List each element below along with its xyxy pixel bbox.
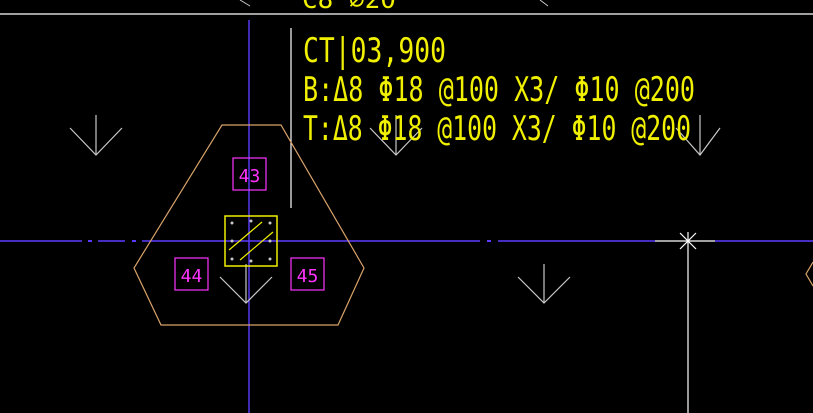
- cap-annotation[interactable]: CT|03,900 B:Δ8 Φ18 @100 X3/ Φ10 @200 T:Δ…: [303, 31, 695, 149]
- down-arrow-marker-icon: [369, 115, 423, 156]
- svg-text:43: 43: [239, 166, 261, 187]
- horizontal-axis-dots: [88, 240, 491, 242]
- svg-text:45: 45: [297, 266, 319, 287]
- svg-text:44: 44: [181, 266, 203, 287]
- top-marker-fragment: [239, 0, 251, 7]
- pile-label-45[interactable]: 45: [290, 257, 325, 291]
- cap-annotation-line-1: CT|03,900: [303, 31, 446, 71]
- cap-annotation-line-2: B:Δ8 Φ18 @100 X3/ Φ10 @200: [303, 70, 695, 110]
- top-partial-text: C8 ⌀20: [302, 0, 396, 15]
- column-section[interactable]: [224, 215, 278, 267]
- pile-label-43[interactable]: 43: [232, 157, 267, 191]
- top-marker-fragment: [539, 0, 549, 7]
- down-arrow-marker-icon: [69, 115, 123, 156]
- down-arrow-marker-icon: [675, 115, 721, 156]
- down-arrow-marker-icon: [517, 264, 571, 304]
- cap-annotation-line-3: T:Δ8 Φ18 @100 X3/ Φ10 @200: [303, 109, 691, 149]
- pile-cap-outline[interactable]: [133, 124, 365, 326]
- crosshair-cursor-icon[interactable]: [679, 232, 697, 413]
- adjacent-cap-outline-fragment: [805, 261, 813, 287]
- down-arrow-marker-icon: [219, 264, 273, 304]
- pile-label-44[interactable]: 44: [174, 257, 209, 291]
